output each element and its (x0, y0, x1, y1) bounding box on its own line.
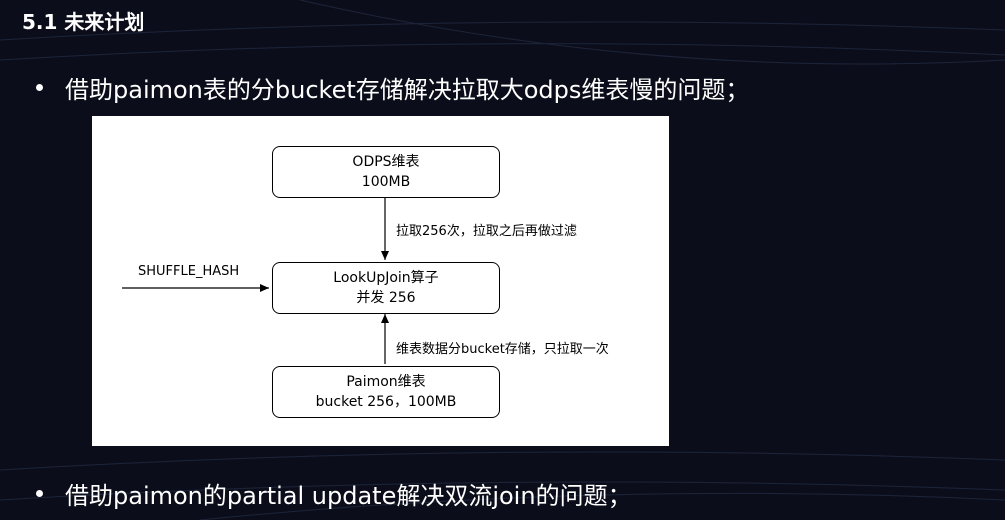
edge-label-odps-pull: 拉取256次，拉取之后再做过滤 (396, 224, 577, 239)
bullet-item-1: 借助paimon表的分bucket存储解决拉取大odps维表慢的问题； (36, 70, 749, 105)
bullet-icon (36, 490, 43, 497)
edge-label-shuffle-hash: SHUFFLE_HASH (138, 264, 240, 279)
node-detail: 并发 256 (356, 290, 416, 306)
node-detail: bucket 256，100MB (315, 394, 457, 410)
diagram-panel: ODPS维表 100MB LookUpJoin算子 并发 256 Paimon维… (92, 116, 669, 446)
node-lookup-join: LookUpJoin算子 并发 256 (272, 262, 500, 314)
node-detail: 100MB (361, 174, 411, 190)
bullet-icon (36, 84, 43, 91)
node-odps-table: ODPS维表 100MB (272, 146, 500, 198)
diagram-connectors (122, 198, 389, 364)
node-paimon-table: Paimon维表 bucket 256，100MB (272, 366, 500, 418)
bullet-text: 借助paimon表的分bucket存储解决拉取大odps维表慢的问题； (65, 76, 750, 104)
edge-label-paimon-bucket: 维表数据分bucket存储，只拉取一次 (396, 342, 609, 357)
bullet-item-2: 借助paimon的partial update解决双流join的问题； (36, 476, 632, 511)
node-label: LookUpJoin算子 (333, 270, 439, 286)
node-label: Paimon维表 (346, 374, 426, 390)
page-title: 5.1 未来计划 (22, 10, 145, 34)
bullet-text: 借助paimon的partial update解决双流join的问题； (65, 482, 632, 510)
node-label: ODPS维表 (352, 154, 420, 170)
